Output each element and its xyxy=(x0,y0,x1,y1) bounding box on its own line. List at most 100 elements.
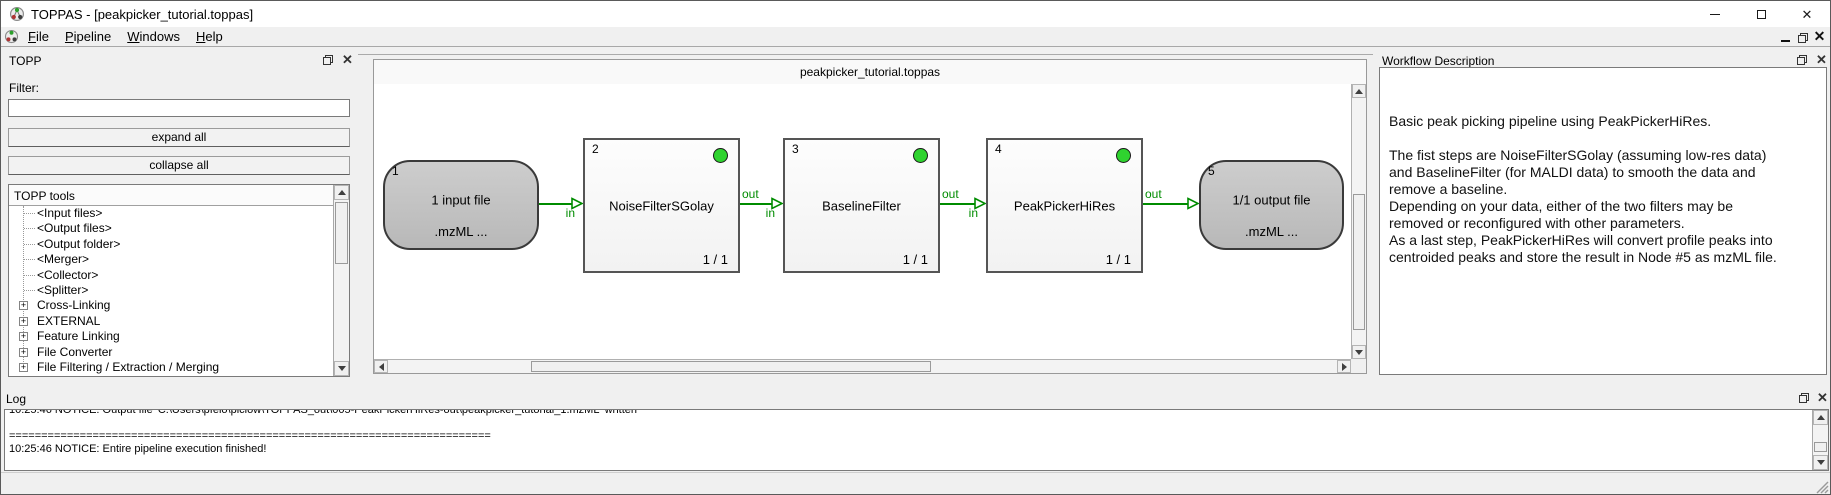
tree-branch-line xyxy=(24,213,35,214)
log-close-button[interactable]: ✕ xyxy=(1815,390,1830,404)
edge-in-label: in xyxy=(765,206,775,220)
expand-all-button[interactable]: expand all xyxy=(8,128,350,147)
maximize-button[interactable] xyxy=(1738,1,1784,27)
tree-item[interactable]: <Output files> xyxy=(9,221,333,236)
scroll-up-button[interactable] xyxy=(1813,410,1828,425)
float-icon xyxy=(322,55,333,65)
expand-icon[interactable]: + xyxy=(19,315,28,326)
scroll-thumb[interactable] xyxy=(1353,194,1365,330)
collapse-all-button[interactable]: collapse all xyxy=(8,156,350,175)
close-icon: ✕ xyxy=(1817,389,1828,405)
workflow-edge[interactable] xyxy=(940,203,976,205)
tree-item[interactable]: +EXTERNAL xyxy=(9,314,333,329)
tree-item[interactable]: <Collector> xyxy=(9,268,333,283)
canvas-vertical-scrollbar[interactable] xyxy=(1351,84,1366,359)
description-panel-title: Workflow Description xyxy=(1382,54,1495,68)
description-close-button[interactable]: ✕ xyxy=(1814,52,1829,66)
tree-item[interactable]: <Splitter> xyxy=(9,283,333,298)
edge-out-label: out xyxy=(742,187,759,201)
menu-windows[interactable]: Windows xyxy=(127,29,180,44)
edge-out-label: out xyxy=(1145,187,1162,201)
workflow-description-editor[interactable]: Basic peak picking pipeline using PeakPi… xyxy=(1379,67,1827,375)
log-line: 10:25:46 NOTICE: Entire pipeline executi… xyxy=(9,443,267,455)
topp-close-button[interactable]: ✕ xyxy=(340,52,355,66)
node-title: NoiseFilterSGolay xyxy=(609,198,714,213)
tree-item[interactable]: + Feature Linking xyxy=(9,329,333,344)
workflow-edge[interactable] xyxy=(1143,203,1189,205)
scroll-thumb[interactable] xyxy=(531,361,931,372)
scroll-thumb[interactable] xyxy=(1814,442,1827,452)
tree-header: TOPP tools xyxy=(9,185,333,206)
scroll-down-button[interactable] xyxy=(1813,455,1828,470)
mdi-restore-button[interactable] xyxy=(1795,30,1810,44)
tree-item-label: <Output files> xyxy=(37,221,112,236)
node-filetype: .mzML ... xyxy=(1245,224,1298,239)
tree-item[interactable]: <Input files> xyxy=(9,206,333,221)
tree-item[interactable]: +File Converter xyxy=(9,345,333,360)
node-progress: 1 / 1 xyxy=(1105,252,1131,267)
log-output[interactable]: 10:25:46 NOTICE: Output file 'C:\Users\p… xyxy=(4,409,1829,471)
expand-icon[interactable]: + xyxy=(19,346,28,357)
topp-tools-tree: TOPP tools <Input files><Output files><O… xyxy=(8,184,350,377)
menu-file[interactable]: File xyxy=(28,29,49,44)
edge-in-label: in xyxy=(565,206,575,220)
window-title: TOPPAS - [peakpicker_tutorial.toppas] xyxy=(31,7,254,22)
expand-icon[interactable]: + xyxy=(19,331,28,342)
float-icon xyxy=(1796,55,1807,65)
scroll-down-button[interactable] xyxy=(334,361,349,376)
tree-item[interactable]: <Merger> xyxy=(9,252,333,267)
resize-grip-icon[interactable] xyxy=(1814,479,1829,494)
log-scrollbar[interactable] xyxy=(1812,410,1828,470)
tree-item[interactable]: + File Filtering / Extraction / Merging xyxy=(9,360,333,375)
scroll-right-button[interactable] xyxy=(1337,360,1351,373)
document-toppas-icon xyxy=(4,29,19,44)
tree-branch-line xyxy=(24,259,35,261)
topp-float-button[interactable] xyxy=(320,53,335,67)
tree-item-label: File Filtering / Extraction / Merging xyxy=(37,359,220,374)
tree-item-label: <Splitter> xyxy=(37,282,89,297)
menu-help[interactable]: Help xyxy=(195,29,223,44)
expand-icon[interactable]: + xyxy=(19,300,28,311)
tree-item-label: Feature Linking xyxy=(37,329,120,344)
edge-arrowhead-icon xyxy=(771,197,783,210)
scroll-thumb[interactable] xyxy=(335,202,348,264)
node-progress: 1 / 1 xyxy=(902,252,928,267)
minimize-button[interactable] xyxy=(1692,1,1738,27)
tree-item[interactable]: <Output folder> xyxy=(9,237,333,252)
mdi-minimize-icon xyxy=(1781,40,1790,42)
edge-in-label: in xyxy=(968,206,978,220)
close-button[interactable]: ✕ xyxy=(1784,1,1830,27)
tree-scrollbar[interactable] xyxy=(333,185,349,376)
log-float-button[interactable] xyxy=(1796,391,1811,405)
node-number: 4 xyxy=(995,142,1002,156)
mdi-minimize-button[interactable] xyxy=(1778,30,1793,44)
workflow-edge[interactable] xyxy=(539,203,573,205)
workflow-tab[interactable]: peakpicker_tutorial.toppas xyxy=(373,59,1367,85)
scroll-up-button[interactable] xyxy=(1352,84,1366,98)
mdi-window-controls: ✕ xyxy=(1778,29,1827,44)
close-icon: ✕ xyxy=(1816,51,1827,67)
workflow-edge[interactable] xyxy=(740,203,773,205)
menu-pipeline[interactable]: Pipeline xyxy=(64,29,112,44)
canvas-horizontal-scrollbar[interactable] xyxy=(374,359,1351,373)
filter-input[interactable] xyxy=(8,99,350,117)
tree-item[interactable]: +Cross-Linking xyxy=(9,298,333,313)
scroll-down-button[interactable] xyxy=(1352,345,1366,359)
node-number: 5 xyxy=(1208,164,1215,178)
minimize-icon xyxy=(1710,13,1720,15)
mdi-close-button[interactable]: ✕ xyxy=(1812,29,1827,44)
scroll-left-button[interactable] xyxy=(374,360,388,373)
description-float-button[interactable] xyxy=(1794,53,1809,67)
toppas-logo-icon xyxy=(9,6,25,22)
expand-icon[interactable]: + xyxy=(19,361,28,372)
tree-branch-line xyxy=(24,228,35,230)
node-filetype: .mzML ... xyxy=(434,224,488,239)
scroll-up-button[interactable] xyxy=(334,185,349,200)
